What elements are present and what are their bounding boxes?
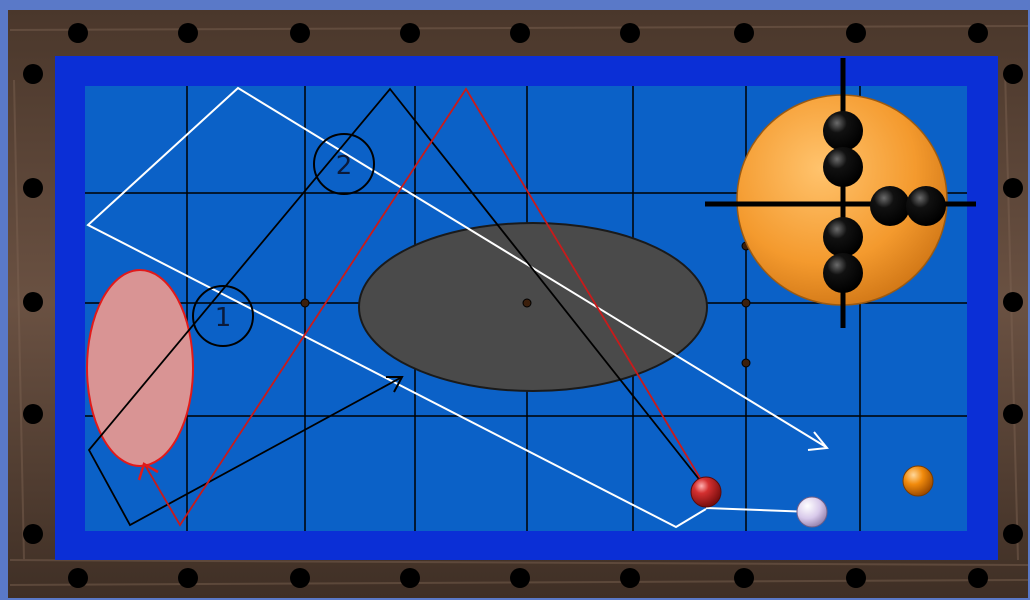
diamond bbox=[1003, 292, 1023, 312]
diamond bbox=[178, 568, 198, 588]
label-1: 1 bbox=[215, 303, 232, 333]
diamond bbox=[400, 23, 420, 43]
reference-dot bbox=[742, 299, 750, 307]
diamond bbox=[620, 568, 640, 588]
red-ball bbox=[691, 477, 721, 507]
diamond bbox=[510, 568, 530, 588]
reference-dot bbox=[301, 299, 309, 307]
orange-ball bbox=[903, 466, 933, 496]
spin-marker bbox=[823, 253, 863, 293]
spin-marker bbox=[823, 217, 863, 257]
diamond bbox=[290, 568, 310, 588]
label-2: 2 bbox=[336, 151, 353, 181]
reference-dot bbox=[523, 299, 531, 307]
diamond bbox=[968, 23, 988, 43]
spin-marker bbox=[823, 111, 863, 151]
diamond bbox=[968, 568, 988, 588]
diamond bbox=[23, 524, 43, 544]
diamond bbox=[734, 23, 754, 43]
diamond bbox=[23, 178, 43, 198]
spin-marker bbox=[906, 186, 946, 226]
diamond bbox=[1003, 64, 1023, 84]
cue-ball-white bbox=[797, 497, 827, 527]
diamond bbox=[620, 23, 640, 43]
diamond bbox=[23, 292, 43, 312]
diamond bbox=[1003, 404, 1023, 424]
target-zone-pink bbox=[87, 270, 193, 466]
diamond bbox=[290, 23, 310, 43]
diamond bbox=[400, 568, 420, 588]
center-zone-gray bbox=[359, 223, 707, 391]
spin-marker bbox=[823, 147, 863, 187]
diamond bbox=[23, 64, 43, 84]
diamond bbox=[846, 23, 866, 43]
diamond bbox=[510, 23, 530, 43]
diamond bbox=[68, 568, 88, 588]
diamond bbox=[23, 404, 43, 424]
diamond bbox=[1003, 524, 1023, 544]
diamond bbox=[1003, 178, 1023, 198]
diamond bbox=[178, 23, 198, 43]
reference-dot bbox=[742, 359, 750, 367]
diamond bbox=[68, 23, 88, 43]
diamond bbox=[846, 568, 866, 588]
spin-marker bbox=[870, 186, 910, 226]
diamond bbox=[734, 568, 754, 588]
